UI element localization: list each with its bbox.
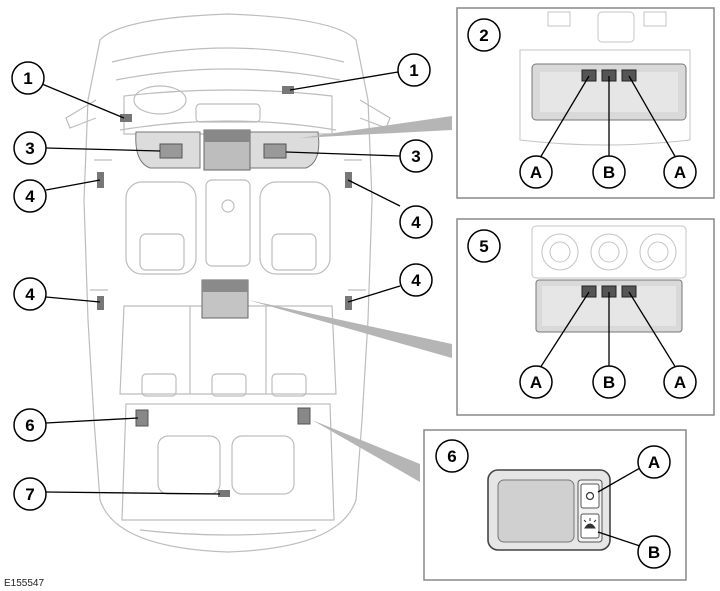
lamp-1-left [120,114,132,122]
callout-1-right: 1 [397,53,431,87]
panel-5-label-a-left: A [530,373,542,392]
callout-3-left: 3 [13,131,47,165]
lamp-4-left-upper [97,172,104,188]
panel-6-label-a: A [648,453,660,472]
panel-6-door-lamp-icon [583,518,597,529]
panel-6-switch-a [580,483,600,509]
panel-6-off-icon [585,491,595,501]
svg-text:1: 1 [23,69,32,88]
svg-text:4: 4 [411,271,421,290]
panel-2-switch-left [581,69,597,82]
svg-text:4: 4 [25,187,35,206]
panel-2-label-b: B [603,163,615,182]
panel-5-switch-right [621,285,637,298]
panel-5-label-b: B [603,373,615,392]
callout-4-right-lower: 4 [399,263,433,297]
panel-2-number: 2 [479,26,488,45]
callout-6: 6 [13,408,47,442]
svg-text:3: 3 [411,147,420,166]
callout-3-right: 3 [399,139,433,173]
lamp-7 [218,490,230,497]
vehicle-lamps [97,86,352,497]
callout-4-right-upper: 4 [399,205,433,239]
leader-lines [41,71,401,495]
panel-5-switch-left [581,285,597,298]
panel-2-switch-right [621,69,637,82]
panel-6: 6 A B [423,429,687,581]
svg-text:4: 4 [411,213,421,232]
svg-text:6: 6 [25,416,34,435]
panel-5-label-a-right: A [674,373,686,392]
panel-2-label-a-right: A [674,163,686,182]
panel-5: 5 A B A [456,218,715,416]
callout-1-left: 1 [11,61,45,95]
panel-2-label-a-left: A [530,163,542,182]
panel-2: 2 A B A [456,7,715,199]
svg-text:4: 4 [25,285,35,304]
panel-6-label-b: B [648,543,660,562]
lamp-4-left-lower [97,296,104,310]
svg-text:3: 3 [25,139,34,158]
panel-6-lamp-lens [497,479,575,543]
image-code: E155547 [4,578,44,589]
svg-text:7: 7 [25,485,34,504]
panel-5-number: 5 [479,237,488,256]
callout-7: 7 [13,477,47,511]
svg-text:1: 1 [409,61,418,80]
lamp-3-right [263,143,287,159]
panel-6-number: 6 [447,447,456,466]
lamp-6-right [297,407,311,425]
lamp-4-right-lower [345,296,352,310]
callout-4-left-lower: 4 [13,277,47,311]
callout-4-left-upper: 4 [13,179,47,213]
projection-wedges [248,116,452,482]
lamp-3-left [159,143,183,159]
lamp-1-right [282,86,294,94]
vehicle-outline [65,13,391,553]
